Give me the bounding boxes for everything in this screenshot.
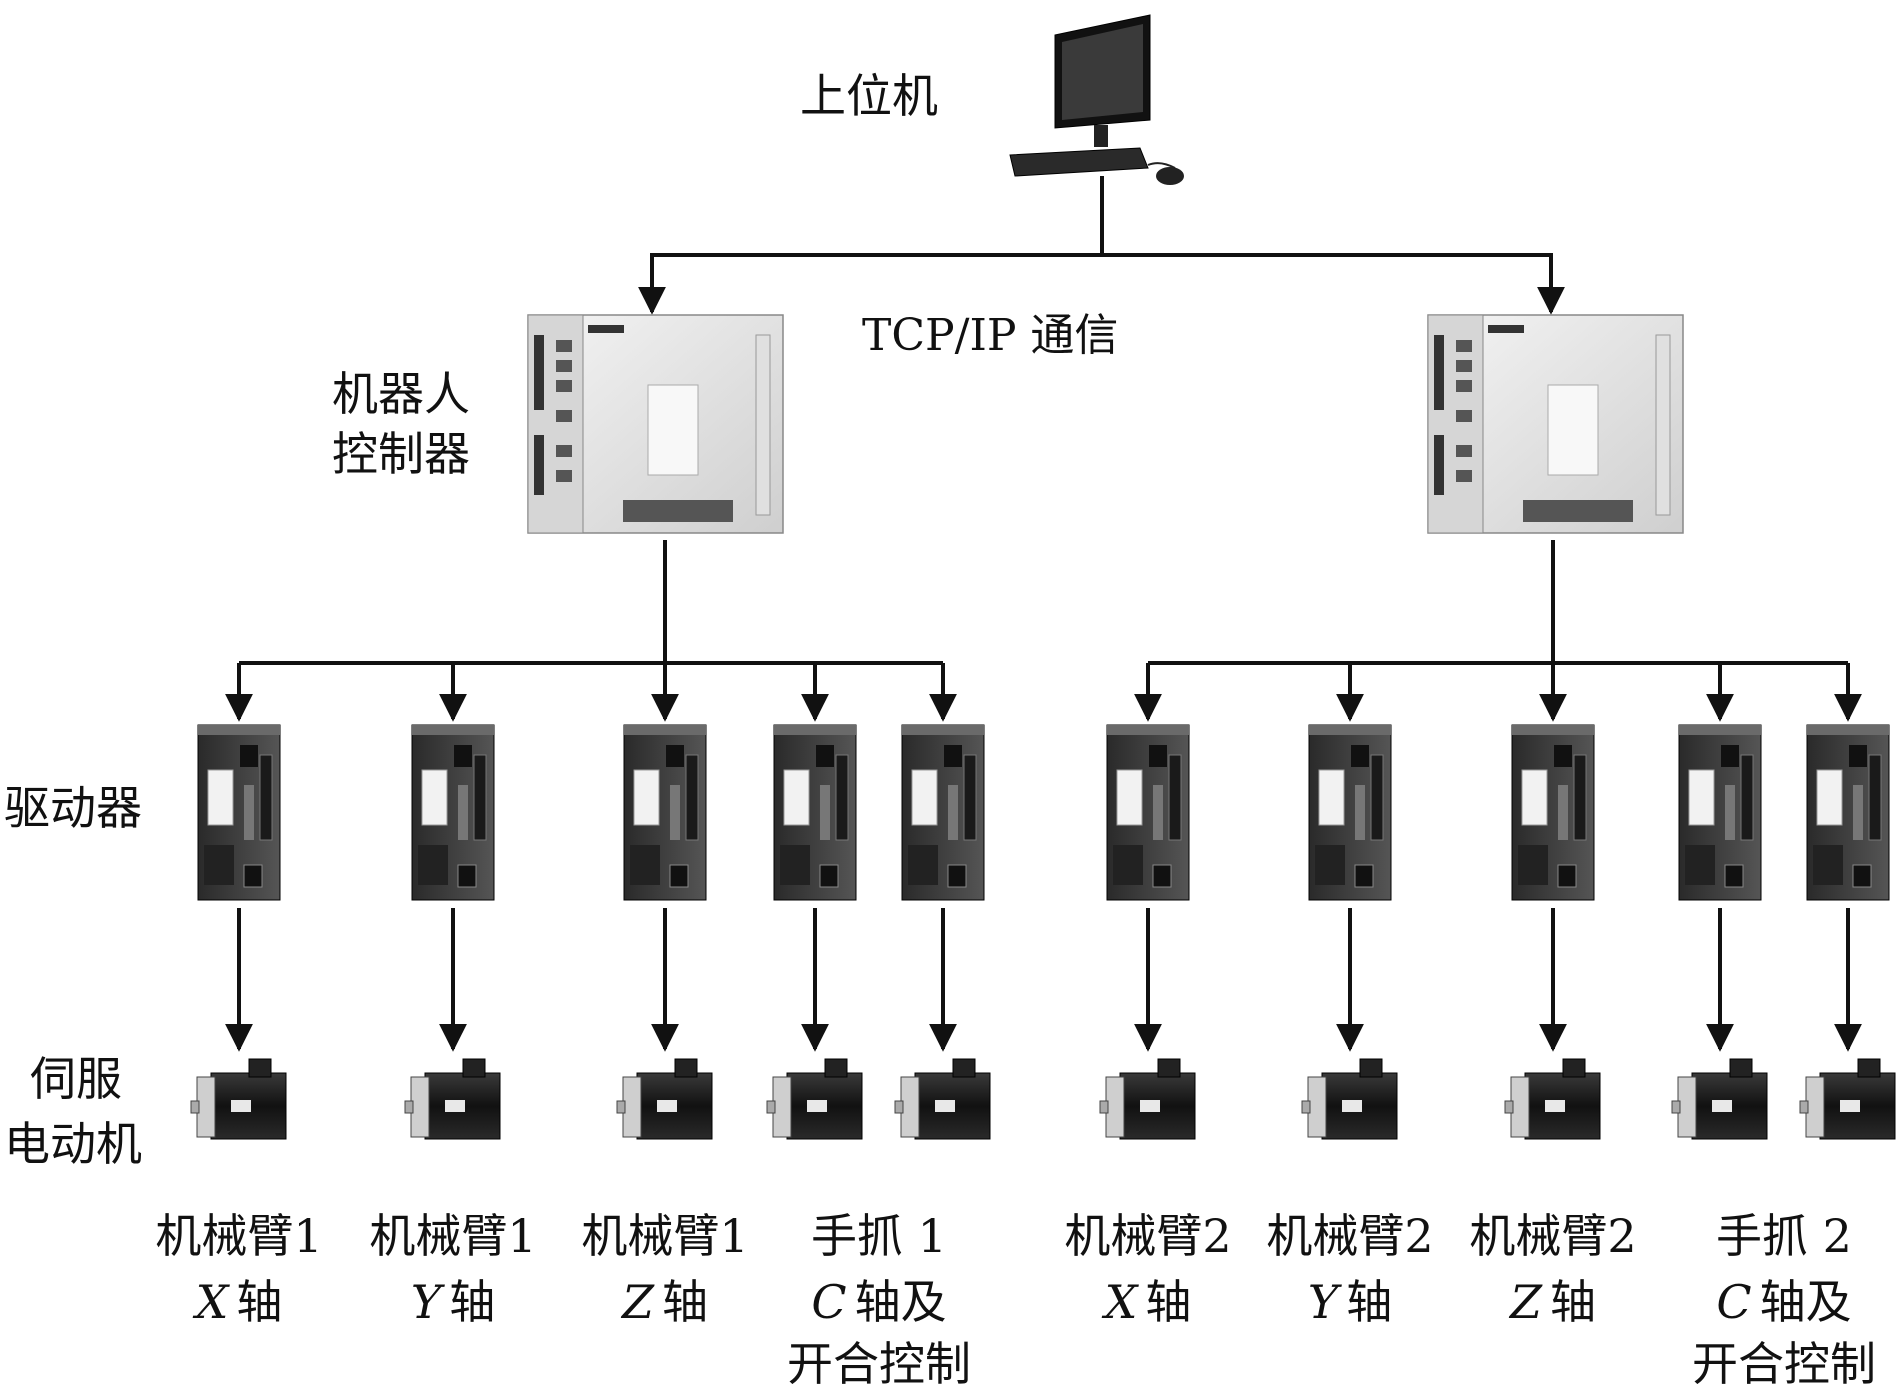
servo-driver-icon xyxy=(411,724,495,901)
servo-driver-icon xyxy=(1106,724,1190,901)
axis-suffix: 轴 xyxy=(1550,1275,1596,1329)
axis-letter: Y xyxy=(411,1275,446,1329)
servo-driver-icon xyxy=(623,724,707,901)
driver-label: 驱动器 xyxy=(4,781,142,835)
axis-label-line1: 机械臂2 xyxy=(1064,1209,1231,1263)
axis-letter: C xyxy=(811,1275,846,1329)
controller-label-line2: 控制器 xyxy=(332,427,470,481)
controller-label-line1: 机器人 xyxy=(332,367,470,421)
axis-suffix: 轴及 xyxy=(855,1275,947,1329)
axis-letter: C xyxy=(1716,1275,1751,1329)
servo-motor-icon xyxy=(894,1058,991,1140)
servo-motor-icon xyxy=(404,1058,501,1140)
axis-label-line3: 开合控制 xyxy=(787,1337,971,1384)
servo-motor-icon xyxy=(616,1058,713,1140)
motor-label-line1: 伺服 xyxy=(30,1052,122,1106)
axis-suffix: 轴及 xyxy=(1760,1275,1852,1329)
servo-motor-icon xyxy=(1301,1058,1398,1140)
servo-motor-icon xyxy=(1504,1058,1601,1140)
axis-suffix: 轴 xyxy=(1346,1275,1392,1329)
axis-label-line1: 机械臂2 xyxy=(1469,1209,1636,1263)
servo-driver-icon xyxy=(1806,724,1890,901)
axis-label-line1: 手抓 1 xyxy=(811,1209,947,1263)
axis-letter: X xyxy=(1102,1275,1140,1329)
axis-letter: Y xyxy=(1308,1275,1343,1329)
axis-letter: Z xyxy=(620,1275,655,1329)
axis-label-line1: 机械臂1 xyxy=(155,1209,322,1263)
servo-motor-icon xyxy=(1671,1058,1768,1140)
axis-label-line1: 机械臂1 xyxy=(369,1209,536,1263)
axis-label-line1: 机械臂2 xyxy=(1266,1209,1433,1263)
axis-suffix: 轴 xyxy=(236,1275,282,1329)
servo-driver-icon xyxy=(1511,724,1595,901)
axis-suffix: 轴 xyxy=(662,1275,708,1329)
controller-icon xyxy=(1427,314,1684,534)
servo-motor-icon xyxy=(766,1058,863,1140)
computer-icon xyxy=(1009,14,1184,185)
servo-driver-icon xyxy=(1308,724,1392,901)
servo-motor-icon xyxy=(190,1058,287,1140)
servo-motor-icon xyxy=(1099,1058,1196,1140)
motor-label-line2: 电动机 xyxy=(4,1117,142,1171)
axis-suffix: 轴 xyxy=(449,1275,495,1329)
axis-suffix: 轴 xyxy=(1145,1275,1191,1329)
servo-driver-icon xyxy=(773,724,857,901)
servo-motor-icon xyxy=(1799,1058,1896,1140)
axis-label-line1: 机械臂1 xyxy=(581,1209,748,1263)
axis-label-line1: 手抓 2 xyxy=(1716,1209,1852,1263)
servo-driver-icon xyxy=(1678,724,1762,901)
axis-label-line3: 开合控制 xyxy=(1692,1337,1876,1384)
axis-letter: Z xyxy=(1508,1275,1543,1329)
servo-driver-icon xyxy=(901,724,985,901)
tcp-label: TCP/IP 通信 xyxy=(862,310,1118,361)
servo-driver-icon xyxy=(197,724,281,901)
host-label: 上位机 xyxy=(800,69,938,123)
controller-icon xyxy=(527,314,784,534)
axis-letter: X xyxy=(193,1275,231,1329)
